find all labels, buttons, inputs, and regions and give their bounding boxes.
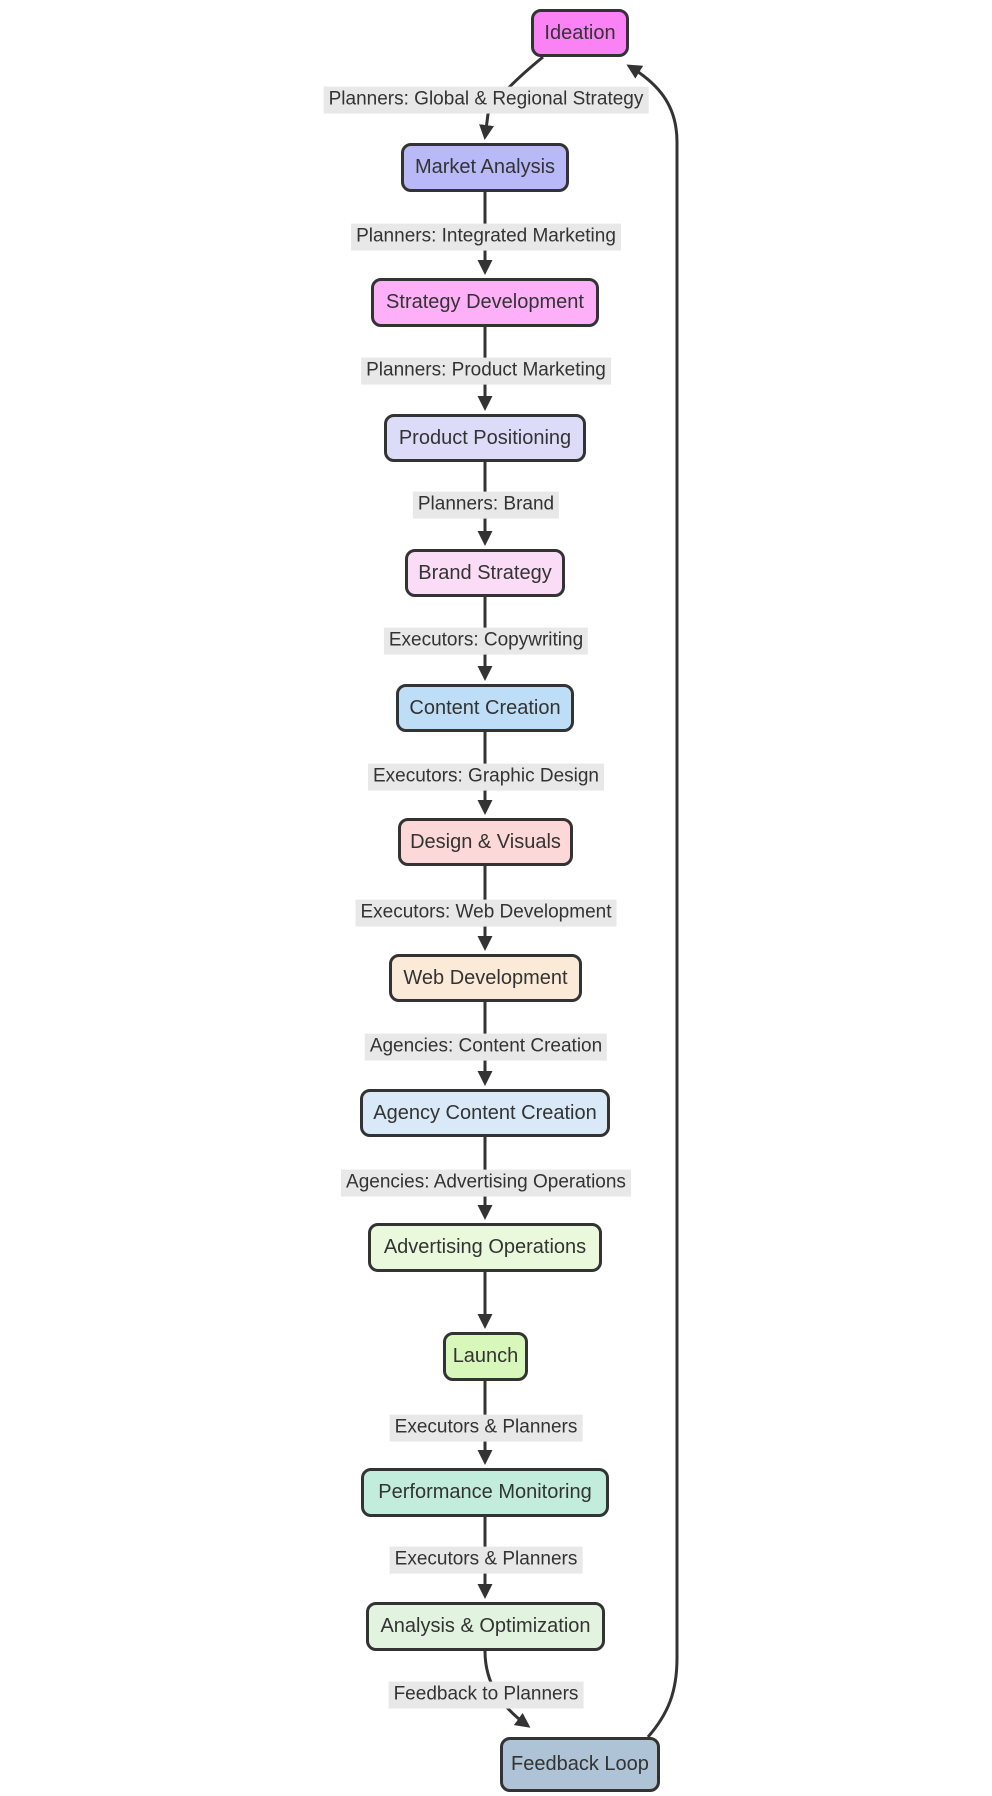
node-brand-strategy: Brand Strategy xyxy=(405,549,565,597)
node-label: Agency Content Creation xyxy=(373,1101,597,1124)
edge-label: Executors: Graphic Design xyxy=(368,763,604,791)
node-label: Web Development xyxy=(403,966,568,989)
edge-label: Planners: Integrated Marketing xyxy=(351,223,621,251)
node-analysis-optimization: Analysis & Optimization xyxy=(366,1602,605,1651)
node-label: Advertising Operations xyxy=(383,1236,587,1258)
node-label: Performance Monitoring xyxy=(378,1481,592,1503)
edge-label: Feedback to Planners xyxy=(388,1681,584,1709)
node-label: Market Analysis xyxy=(414,156,556,178)
edge-label: Executors & Planners xyxy=(389,1546,583,1574)
node-agency-content-creation: Agency Content Creation xyxy=(360,1089,610,1137)
edge-label: Planners: Product Marketing xyxy=(361,357,611,385)
edge-label: Planners: Brand xyxy=(412,491,560,519)
edge-label: Planners: Global & Regional Strategy xyxy=(323,86,649,114)
node-advertising-operations: Advertising Operations xyxy=(368,1223,602,1272)
node-label: Content Creation xyxy=(409,696,561,719)
edge-feedback-loop-to-ideation xyxy=(626,64,679,1738)
node-strategy-development: Strategy Development xyxy=(371,278,599,327)
node-market-analysis: Market Analysis xyxy=(401,143,569,192)
node-label: Strategy Development xyxy=(386,291,584,313)
node-web-development: Web Development xyxy=(389,954,582,1002)
node-content-creation: Content Creation xyxy=(396,684,574,732)
node-label: Feedback Loop xyxy=(511,1753,649,1775)
edge-label: Executors & Planners xyxy=(389,1414,583,1442)
edge-label: Agencies: Content Creation xyxy=(364,1033,608,1061)
node-label: Launch xyxy=(452,1345,519,1367)
node-feedback-loop: Feedback Loop xyxy=(500,1737,660,1792)
edge-label: Agencies: Advertising Operations xyxy=(341,1169,631,1197)
node-label: Analysis & Optimization xyxy=(380,1615,591,1637)
node-label: Ideation xyxy=(544,21,616,44)
edge-label: Executors: Web Development xyxy=(355,899,617,927)
node-label: Design & Visuals xyxy=(410,830,561,853)
node-ideation: Ideation xyxy=(531,9,629,57)
node-product-positioning: Product Positioning xyxy=(384,414,586,462)
node-performance-monitoring: Performance Monitoring xyxy=(361,1468,609,1517)
edge-label: Executors: Copywriting xyxy=(383,627,589,655)
node-launch: Launch xyxy=(443,1332,528,1381)
node-design-visuals: Design & Visuals xyxy=(398,818,573,866)
node-label: Brand Strategy xyxy=(418,561,552,584)
node-label: Product Positioning xyxy=(398,426,572,449)
